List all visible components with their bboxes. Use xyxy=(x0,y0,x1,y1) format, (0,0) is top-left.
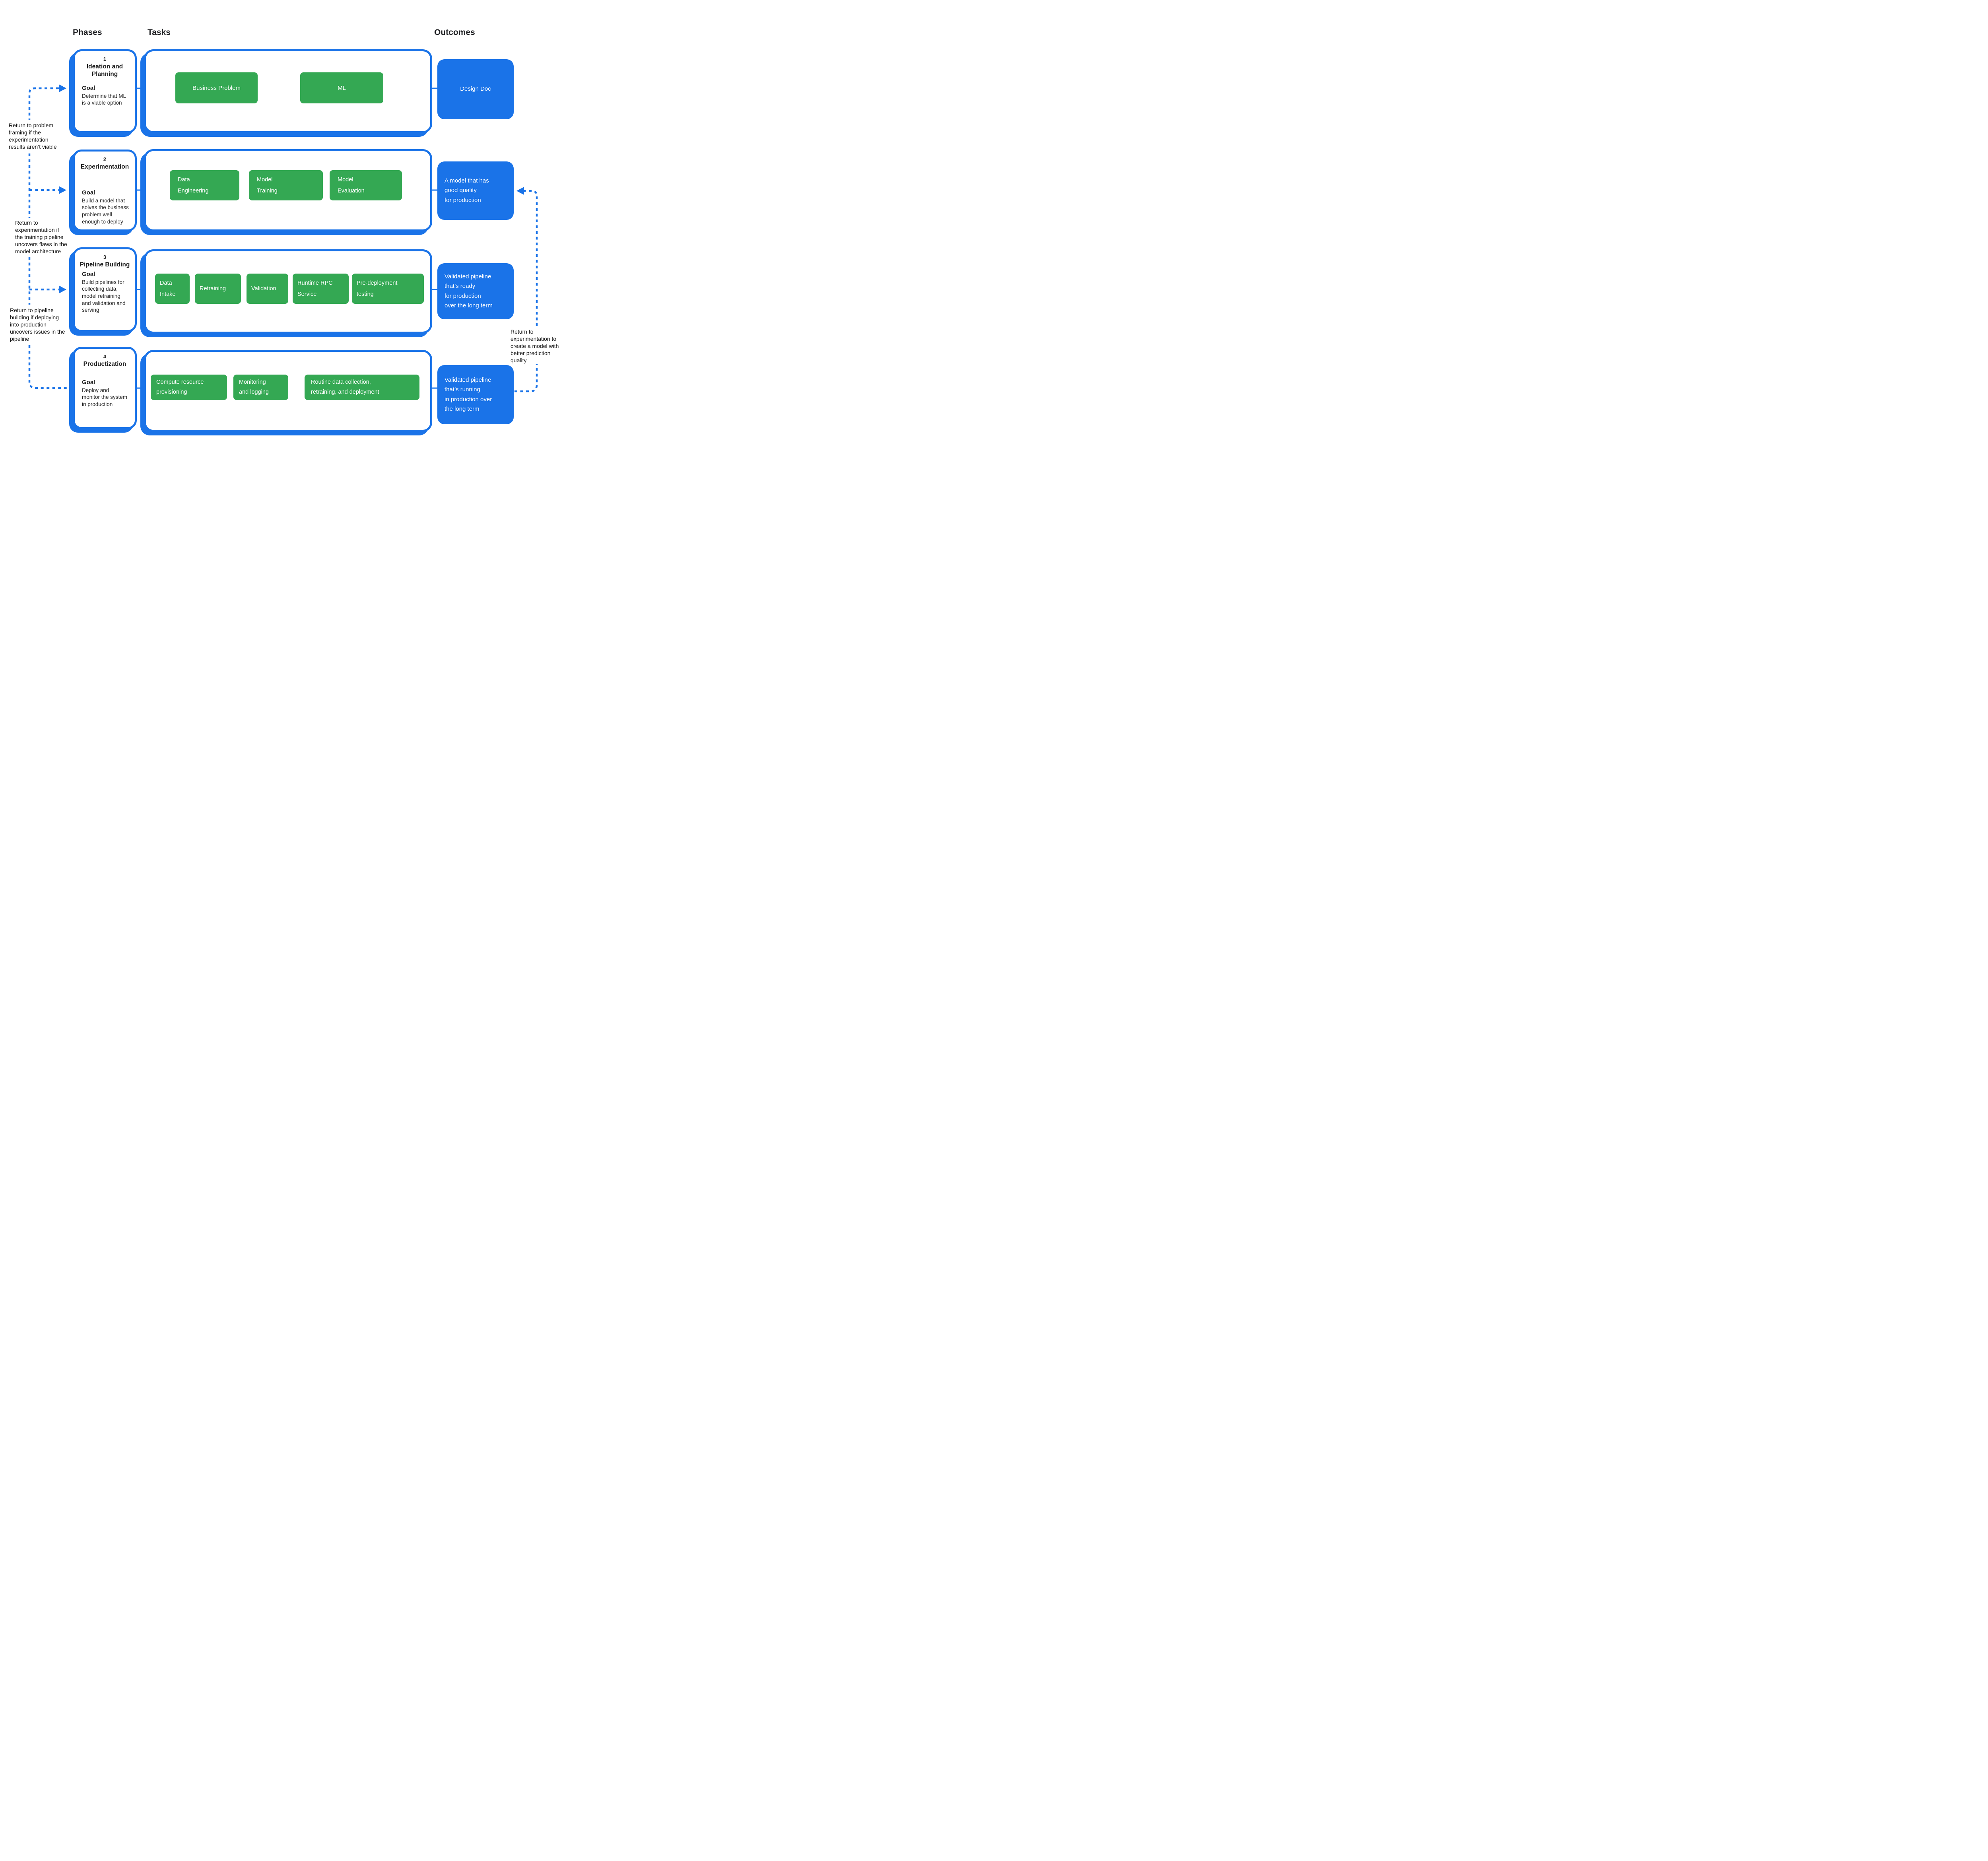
phase-title: Experimentation xyxy=(80,163,129,170)
phase-title: Productization xyxy=(83,361,126,367)
goal-text: Build pipelines for collecting data, mod… xyxy=(82,279,126,313)
annotation-return-to-pipeline-building: Return to pipeline building if deploying… xyxy=(10,307,65,343)
outcome-box-model-good-quality: A model that has good quality for produc… xyxy=(437,161,514,220)
goal-label: Goal xyxy=(82,379,95,386)
phase-card-pipeline-building: 3 Pipeline Building Goal Build pipelines… xyxy=(73,247,137,332)
arrow-right-icon xyxy=(59,84,66,92)
task-box-pre-deployment-testing: Pre-deployment testing xyxy=(352,274,424,304)
right-return-rail xyxy=(514,190,538,392)
goal-label: Goal xyxy=(82,84,95,91)
left-return-rail xyxy=(28,87,70,389)
goal-text: Determine that ML is a viable option xyxy=(82,93,126,106)
task-box-compute-resource-provisioning: Compute resource provisioning xyxy=(151,375,227,400)
phase-task-outcome-connectors xyxy=(137,87,437,389)
annotation-return-to-problem-framing: Return to problem framing if the experim… xyxy=(9,122,57,151)
task-box-runtime-rpc-service: Runtime RPC Service xyxy=(293,274,349,304)
task-box-routine-data-collection: Routine data collection, retraining, and… xyxy=(305,375,419,400)
goal-text: Deploy and monitor the system in product… xyxy=(82,387,128,407)
task-box-retraining: Retraining xyxy=(195,274,241,304)
task-box-business-problem: Business Problem xyxy=(175,72,258,103)
annotation-return-to-experimentation: Return to experimentation if the trainin… xyxy=(15,219,67,255)
right-rail-arrowhead xyxy=(516,187,524,195)
phase-number: 1 xyxy=(103,56,107,62)
goal-text: Build a model that solves the business p… xyxy=(82,197,129,225)
task-box-model-training: Model Training xyxy=(249,170,323,200)
phase-card-experimentation: 2 Experimentation Goal Build a model tha… xyxy=(73,150,137,231)
task-box-monitoring-and-logging: Monitoring and logging xyxy=(233,375,288,400)
phase-title: Ideation and Planning xyxy=(86,63,123,78)
arrow-right-icon xyxy=(59,186,66,194)
task-box-data-intake: Data Intake xyxy=(155,274,190,304)
phase-number: 2 xyxy=(103,156,107,162)
arrow-left-icon xyxy=(516,187,524,195)
column-header-tasks: Tasks xyxy=(148,28,171,37)
task-box-validation: Validation xyxy=(247,274,288,304)
outcome-box-design-doc: Design Doc xyxy=(437,59,514,119)
outcome-box-validated-pipeline-ready: Validated pipeline that’s ready for prod… xyxy=(437,263,514,319)
column-header-phases: Phases xyxy=(73,28,102,37)
column-header-outcomes: Outcomes xyxy=(434,28,475,37)
phase-title: Pipeline Building xyxy=(80,261,130,268)
phase-number: 4 xyxy=(103,354,107,359)
mlops-phases-diagram: Phases Tasks Outcomes 1 Ideation and Pla… xyxy=(0,0,564,465)
phase-card-ideation-planning: 1 Ideation and Planning Goal Determine t… xyxy=(73,49,137,133)
task-box-data-engineering: Data Engineering xyxy=(170,170,239,200)
outcome-box-validated-pipeline-running: Validated pipeline that’s running in pro… xyxy=(437,365,514,424)
phase-number: 3 xyxy=(103,254,107,260)
task-connectors-green xyxy=(190,87,352,389)
task-box-ml: ML xyxy=(300,72,383,103)
task-box-model-evaluation: Model Evaluation xyxy=(330,170,402,200)
annotation-return-to-experimentation-right: Return to experimentation to create a mo… xyxy=(511,328,559,364)
left-rail-arrowheads xyxy=(59,84,66,293)
phase-card-productization: 4 Productization Goal Deploy and monitor… xyxy=(73,347,137,429)
goal-label: Goal xyxy=(82,270,95,278)
goal-label: Goal xyxy=(82,189,95,196)
arrow-right-icon xyxy=(59,286,66,293)
